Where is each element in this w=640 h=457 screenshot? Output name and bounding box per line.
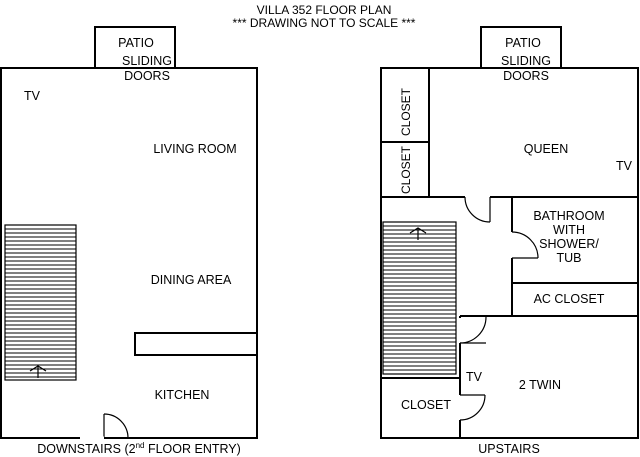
dining-area-label: DINING AREA: [151, 273, 232, 287]
downstairs-tv-label: TV: [24, 89, 41, 103]
downstairs-doors-label: DOORS: [124, 69, 170, 83]
twin-room-door: [458, 316, 487, 344]
twin-room-label: 2 TWIN: [519, 378, 561, 392]
kitchen-counter: [134, 332, 258, 356]
downstairs-sliding-label: SLIDING: [122, 54, 172, 68]
upstairs-sliding-label: SLIDING: [501, 54, 551, 68]
downstairs-plan: PATIO SLIDING DOORS TV LIVING ROOM DININ…: [0, 26, 258, 456]
downstairs-stair-arrow-icon: [29, 365, 47, 378]
upstairs-caption: UPSTAIRS: [478, 442, 540, 456]
closet-1-label: CLOSET: [399, 87, 413, 136]
upstairs-plan: PATIO SLIDING DOORS CLOSET CLOSET QUEEN …: [380, 26, 639, 456]
downstairs-entry-door: [80, 413, 129, 440]
twin-tv-label: TV: [466, 370, 483, 384]
upstairs-patio-box: [480, 26, 562, 69]
living-room-label: LIVING ROOM: [153, 142, 236, 156]
upstairs-staircase: [382, 221, 457, 375]
downstairs-staircase: [4, 224, 77, 381]
bathroom-door: [510, 231, 539, 259]
upstairs-doors-label: DOORS: [503, 69, 549, 83]
bathroom-label-3: SHOWER/: [539, 237, 599, 251]
closet-3-label: CLOSET: [401, 398, 451, 412]
downstairs-patio-label: PATIO: [118, 36, 154, 50]
bathroom-label-4: TUB: [557, 251, 582, 265]
plan-note: *** DRAWING NOT TO SCALE ***: [233, 16, 416, 30]
upstairs-stair-arrow-icon: [409, 227, 427, 240]
bathroom-label-1: BATHROOM: [533, 209, 604, 223]
upstairs-patio-label: PATIO: [505, 36, 541, 50]
downstairs-caption: DOWNSTAIRS (2nd FLOOR ENTRY): [37, 441, 241, 456]
upstairs-outline: [380, 67, 639, 439]
plan-title: VILLA 352 FLOOR PLAN: [257, 3, 392, 17]
kitchen-label: KITCHEN: [155, 388, 210, 402]
ac-closet-label: AC CLOSET: [534, 292, 605, 306]
closet-3-door: [458, 394, 486, 421]
bathroom-label-2: WITH: [553, 223, 585, 237]
queen-room-label: QUEEN: [524, 142, 568, 156]
queen-tv-label: TV: [616, 159, 633, 173]
closet-2-label: CLOSET: [399, 145, 413, 194]
downstairs-patio-box: [94, 26, 176, 69]
queen-door: [464, 195, 491, 223]
downstairs-outline: [0, 67, 258, 439]
